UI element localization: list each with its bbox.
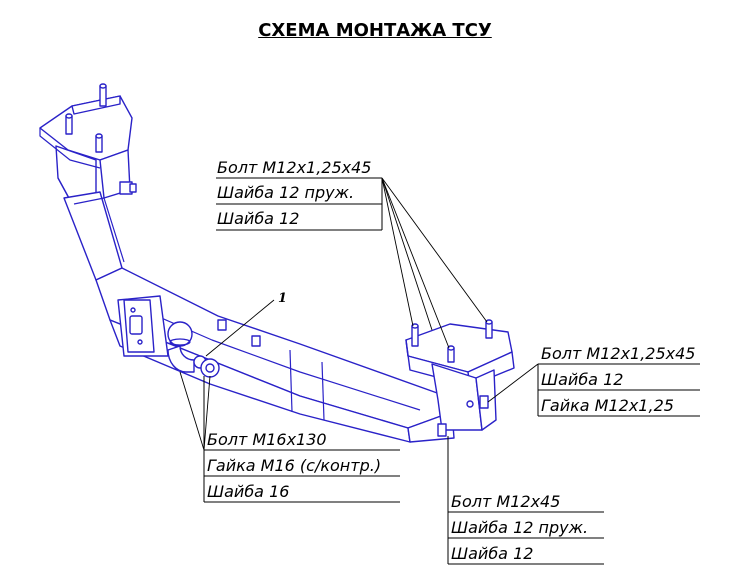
label-group-right: Болт М12х1,25х45 Шайба 12 Гайка М12х1,25 bbox=[487, 344, 700, 417]
callout-number: 1 bbox=[278, 291, 287, 306]
right-mounting-bracket bbox=[405, 319, 515, 437]
page-title: СХЕМА МОНТАЖА ТСУ bbox=[258, 20, 492, 41]
label-right-line-3: Гайка М12х1,25 bbox=[541, 396, 674, 415]
label-group-left: Болт М16х130 Гайка М16 (с/контр.) Шайба … bbox=[179, 371, 400, 503]
label-group-bottom: Болт М12х45 Шайба 12 пруж. Шайба 12 bbox=[447, 436, 604, 565]
label-left-line-2: Гайка М16 (с/контр.) bbox=[207, 456, 381, 475]
label-top-line-2: Шайба 12 пруж. bbox=[217, 183, 354, 202]
callout-1: 1 bbox=[205, 291, 287, 357]
label-bottom-line-3: Шайба 12 bbox=[451, 544, 533, 563]
tow-ball-assembly bbox=[117, 295, 261, 378]
left-mounting-bracket bbox=[39, 83, 137, 209]
label-right-line-2: Шайба 12 bbox=[541, 370, 623, 389]
label-group-top: Болт М12х1,25х45 Шайба 12 пруж. Шайба 12 bbox=[216, 158, 488, 349]
label-bottom-line-1: Болт М12х45 bbox=[451, 492, 560, 511]
label-left-line-3: Шайба 16 bbox=[207, 482, 289, 501]
label-top-line-3: Шайба 12 bbox=[217, 209, 299, 228]
label-right-line-1: Болт М12х1,25х45 bbox=[541, 344, 695, 363]
label-left-line-1: Болт М16х130 bbox=[207, 430, 327, 449]
label-top-line-1: Болт М12х1,25х45 bbox=[217, 158, 371, 177]
label-bottom-line-2: Шайба 12 пруж. bbox=[451, 518, 588, 537]
